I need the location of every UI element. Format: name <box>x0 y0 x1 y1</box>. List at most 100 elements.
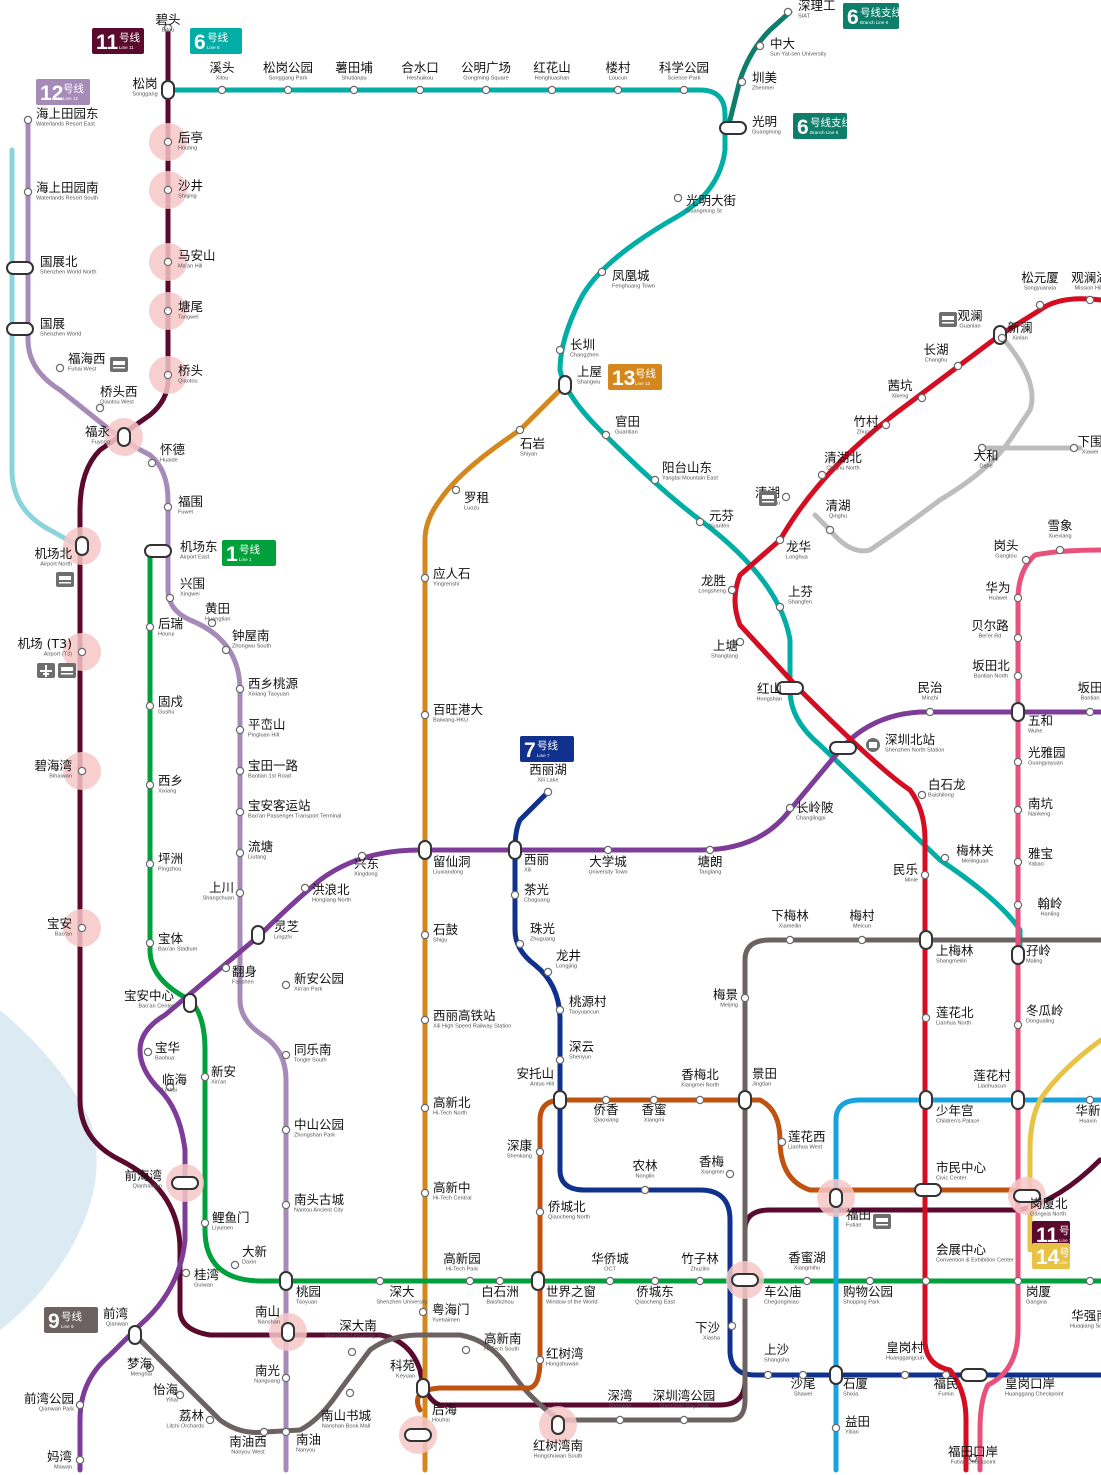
station-dot-baoanpt[interactable] <box>236 808 243 815</box>
station-dot-bantian[interactable] <box>1086 708 1093 715</box>
station-label-yuehaimen[interactable]: 粤海门Yuehaimen <box>432 1302 470 1324</box>
station-dot-baoti[interactable] <box>146 939 153 946</box>
interchange-marker-shaonian[interactable] <box>920 1091 932 1109</box>
station-dot-xinan[interactable] <box>201 1073 208 1080</box>
station-label-xiangmeinorth[interactable]: 香梅北Xiangmei North <box>681 1067 720 1089</box>
station-dot-shenwan[interactable] <box>616 1416 623 1423</box>
station-label-xilihu[interactable]: 西丽湖Xili Lake <box>529 762 567 784</box>
station-label-zhongwus[interactable]: 钟屋南Zhongwu South <box>232 628 271 650</box>
station-label-xuexiang[interactable]: 雪象Xuexiang <box>1047 518 1072 540</box>
station-dot-tanglang[interactable] <box>706 846 713 853</box>
station-label-hourui[interactable]: 后瑞Hourui <box>158 616 183 638</box>
station-dot-maanshan[interactable] <box>164 258 171 265</box>
interchange-marker-maling[interactable] <box>1012 946 1024 964</box>
interchange-marker-airporte[interactable] <box>145 545 171 557</box>
station-label-shixia[interactable]: 石厦Shixia <box>843 1376 868 1398</box>
station-label-siat[interactable]: 深理工SIAT <box>798 0 836 20</box>
interchange-marker-keyuan[interactable] <box>417 1379 429 1397</box>
station-label-nanshanbm[interactable]: 南山书城Nanshan Book Mall <box>321 1408 372 1430</box>
station-label-oct[interactable]: 华侨城OCT <box>591 1251 629 1273</box>
station-dot-beierlu[interactable] <box>1014 634 1021 641</box>
station-dot-chaguang[interactable] <box>511 891 518 898</box>
station-label-lizhi[interactable]: 荔林Litchi Orchards <box>166 1408 204 1430</box>
station-dot-shangchuan[interactable] <box>236 889 243 896</box>
station-label-sbpark[interactable]: 深圳湾公园Shenzhen Bay Park <box>653 1388 716 1410</box>
station-label-beierlu[interactable]: 贝尔路Bei'er Rd <box>971 618 1009 640</box>
station-dot-daxin[interactable] <box>231 1261 238 1268</box>
interchange-marker-qianwan[interactable] <box>129 1326 141 1344</box>
interchange-marker-qianhaiwan[interactable] <box>172 1177 198 1189</box>
station-label-qiaotou[interactable]: 桥头Qiaotou <box>178 363 203 385</box>
station-dot-shutianpu[interactable] <box>350 86 357 93</box>
station-dot-guangmingst[interactable] <box>674 194 681 201</box>
station-dot-gxn[interactable] <box>421 1104 428 1111</box>
interchange-marker-civic[interactable] <box>915 1184 941 1196</box>
station-dot-zhongda[interactable] <box>756 42 763 49</box>
station-dot-shiyan[interactable] <box>516 426 523 433</box>
interchange-marker-szn[interactable] <box>830 742 856 754</box>
station-dot-shangfen[interactable] <box>776 603 783 610</box>
station-label-gxs[interactable]: 高新南Hi-Tech South <box>484 1331 522 1353</box>
interchange-marker-window[interactable] <box>532 1272 544 1290</box>
station-label-huaqiangs[interactable]: 华强南Huaqiang South <box>1070 1308 1101 1330</box>
station-dot-xiangmei[interactable] <box>726 1170 733 1177</box>
station-dot-xiangmeinorth[interactable] <box>696 1096 703 1103</box>
station-label-shenkang[interactable]: 深康Shenkang <box>507 1138 533 1160</box>
station-dot-xilihu[interactable] <box>544 788 551 795</box>
station-label-gxz[interactable]: 高新中Hi-Tech Central <box>433 1180 472 1202</box>
station-dot-qinghun[interactable] <box>818 471 825 478</box>
station-label-futian[interactable]: 福田Futian <box>846 1207 871 1229</box>
station-dot-qiaochengn[interactable] <box>536 1208 543 1215</box>
station-label-menghai[interactable]: 梦海Menghai <box>127 1356 153 1378</box>
station-label-houhai[interactable]: 后海Houhai <box>432 1402 458 1424</box>
station-dot-shendas[interactable] <box>348 1348 355 1355</box>
station-label-xinanpark[interactable]: 新安公园Xin'an Park <box>294 971 344 993</box>
station-dot-huaide[interactable] <box>148 459 155 466</box>
station-label-minle[interactable]: 民乐Minle <box>893 862 918 884</box>
station-dot-xitou[interactable] <box>218 86 225 93</box>
station-dot-nankeng[interactable] <box>1014 806 1021 813</box>
station-dot-hongshuwan[interactable] <box>536 1356 543 1363</box>
interchange-marker-shangmeilin[interactable] <box>920 931 932 949</box>
station-dot-xikeng[interactable] <box>918 394 925 401</box>
interchange-marker-swnorth[interactable] <box>7 262 33 274</box>
station-label-linhai[interactable]: 临海Linhai <box>162 1072 188 1094</box>
station-label-xiangmi[interactable]: 香蜜Xiangmi <box>641 1102 666 1124</box>
station-dot-houting[interactable] <box>164 138 171 145</box>
station-dot-gangxia[interactable] <box>1014 1277 1021 1284</box>
station-dot-gongming[interactable] <box>482 86 489 93</box>
station-label-hongshuwan[interactable]: 红树湾Hongshuwan <box>546 1346 584 1368</box>
interchange-marker-chegongmiao[interactable] <box>732 1274 758 1286</box>
station-label-qiaoxiang[interactable]: 侨香Qiaoxiang <box>593 1102 619 1124</box>
station-label-honglangn[interactable]: 洪浪北Honglang North <box>312 882 351 904</box>
station-label-baishizhou[interactable]: 白石洲Baishizhou <box>481 1284 519 1306</box>
station-label-huizhan[interactable]: 会展中心Convention & Exhibition Center <box>936 1242 1014 1264</box>
station-label-yingrenshi[interactable]: 应人石Yingrenshi <box>433 566 471 588</box>
station-dot-oct[interactable] <box>606 1277 613 1284</box>
station-dot-yingrenshi[interactable] <box>421 574 428 581</box>
station-dot-changhu[interactable] <box>954 362 961 369</box>
station-dot-heshuikou[interactable] <box>416 86 423 93</box>
station-dot-fenghuang[interactable] <box>598 268 605 275</box>
station-label-fuhaiw[interactable]: 福海西Fuhai West <box>68 351 106 373</box>
station-dot-qianwanpark[interactable] <box>76 1401 83 1408</box>
station-label-swnorth[interactable]: 国展北Shenzhen World North <box>40 254 97 276</box>
station-label-qianwanpark[interactable]: 前湾公园Qianwan Park <box>24 1391 74 1413</box>
station-label-pingzhou[interactable]: 坪洲Pingzhou <box>158 851 183 873</box>
